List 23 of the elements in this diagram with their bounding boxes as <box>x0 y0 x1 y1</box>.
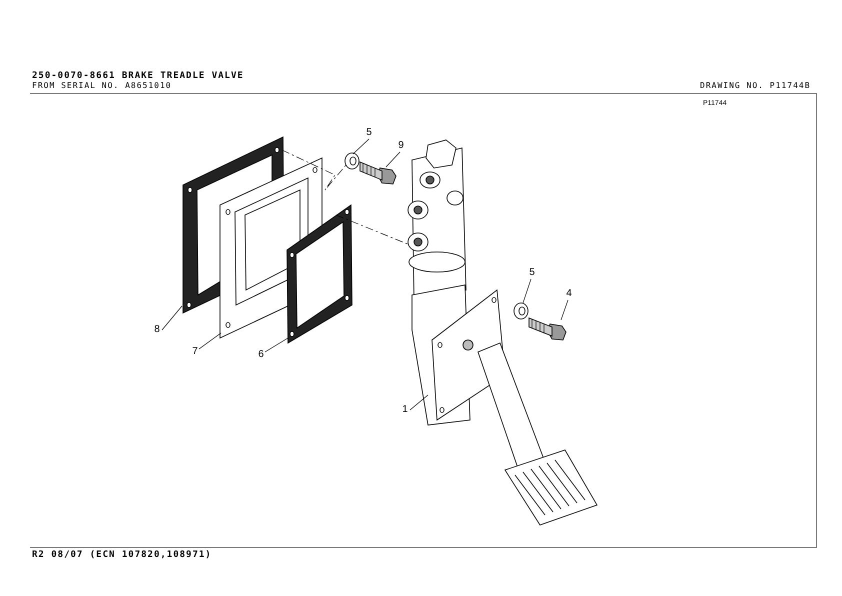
leader-line <box>162 306 182 330</box>
leader-line <box>352 138 370 154</box>
gasket-drawing <box>285 203 355 346</box>
drawing-number: DRAWING NO. P11744B <box>700 81 811 90</box>
center-line <box>282 150 346 190</box>
part-title: 250-0070-8661 BRAKE TREADLE VALVE <box>32 71 244 81</box>
leader-line <box>522 278 532 304</box>
callout-number: 9 <box>396 140 406 151</box>
callout-number: 6 <box>256 349 266 360</box>
center-line <box>336 214 410 246</box>
leader-line <box>386 152 400 168</box>
callout-number: 1 <box>400 404 410 415</box>
serial-number-note: FROM SERIAL NO. A8651010 <box>32 81 172 90</box>
leader-line <box>264 338 288 352</box>
callout-number: 7 <box>190 346 200 357</box>
leader-line <box>560 300 568 320</box>
callout-number: 5 <box>527 267 537 278</box>
leader-line <box>198 332 222 350</box>
callout-number: 5 <box>364 127 374 138</box>
revision-note: R2 08/07 (ECN 107820,108971) <box>32 550 212 560</box>
callout-number: 4 <box>564 288 574 299</box>
leader-line <box>410 394 428 410</box>
callout-number: 8 <box>152 324 162 335</box>
